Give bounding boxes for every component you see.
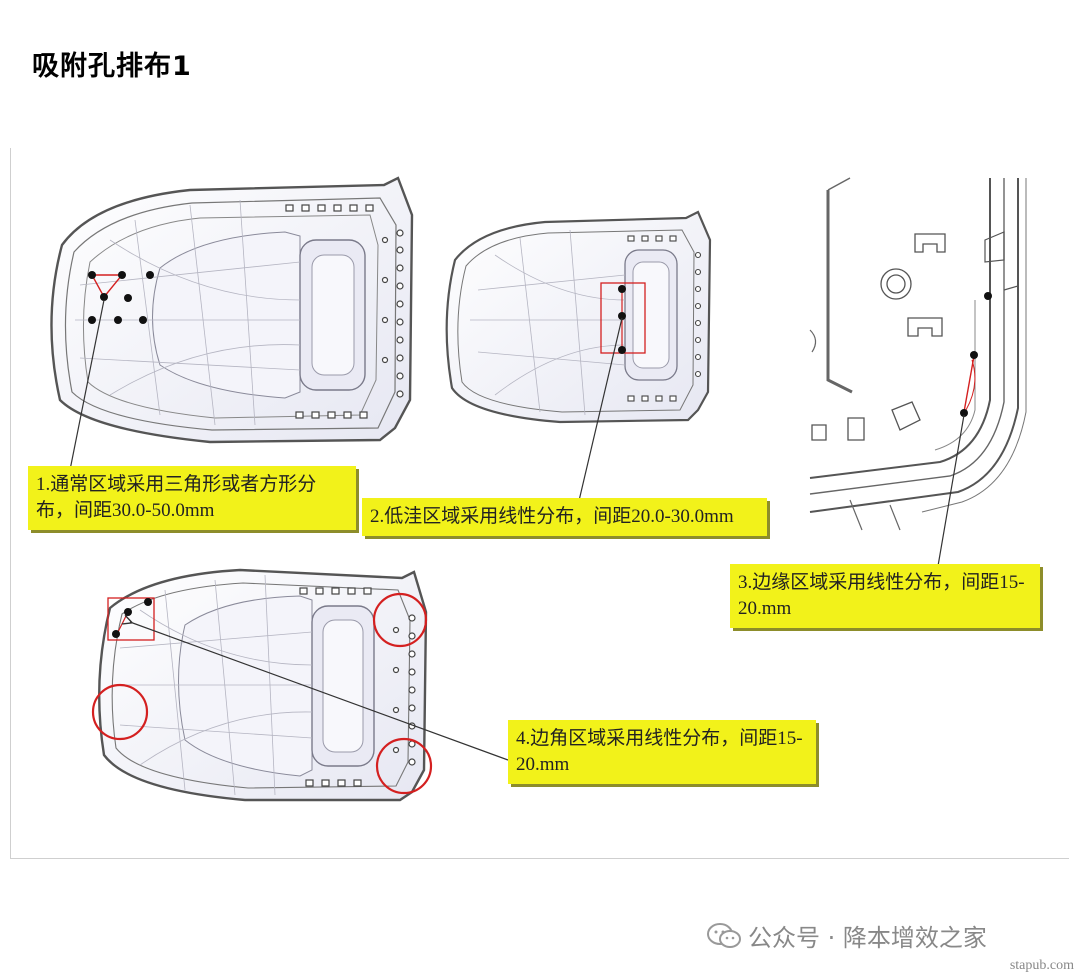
corner-highlight-circles — [91, 592, 433, 795]
callout-4: 4.边角区域采用线性分布，间距15-20.mm — [508, 720, 816, 784]
callout-2: 2.低洼区域采用线性分布，间距20.0-30.0mm — [362, 498, 767, 536]
tub-drawing-4 — [91, 568, 509, 802]
site-watermark: stapub.com — [1009, 958, 1074, 973]
tub-drawing-2 — [445, 210, 712, 506]
page-title: 吸附孔排布1 — [32, 51, 192, 82]
figure-frame — [10, 148, 1069, 859]
watermark: 公众号 · 降本增效之家 — [706, 918, 987, 953]
tub-drawing-1 — [50, 176, 414, 471]
leader-line-4 — [130, 622, 509, 761]
callout-1: 1.通常区域采用三角形或者方形分布，间距30.0-50.0mm — [28, 466, 356, 530]
wechat-icon — [706, 922, 742, 950]
leader-line-3 — [937, 414, 965, 567]
callout-3: 3.边缘区域采用线性分布，间距15-20.mm — [730, 564, 1040, 628]
edge-linear-marker — [960, 292, 992, 417]
triangle-pattern-marker — [88, 271, 154, 324]
edge-detail-drawing — [809, 176, 1032, 567]
watermark-label: 公众号 · 降本增效之家 — [748, 924, 987, 952]
leader-line-2 — [577, 317, 623, 506]
leader-line-1 — [69, 299, 105, 471]
